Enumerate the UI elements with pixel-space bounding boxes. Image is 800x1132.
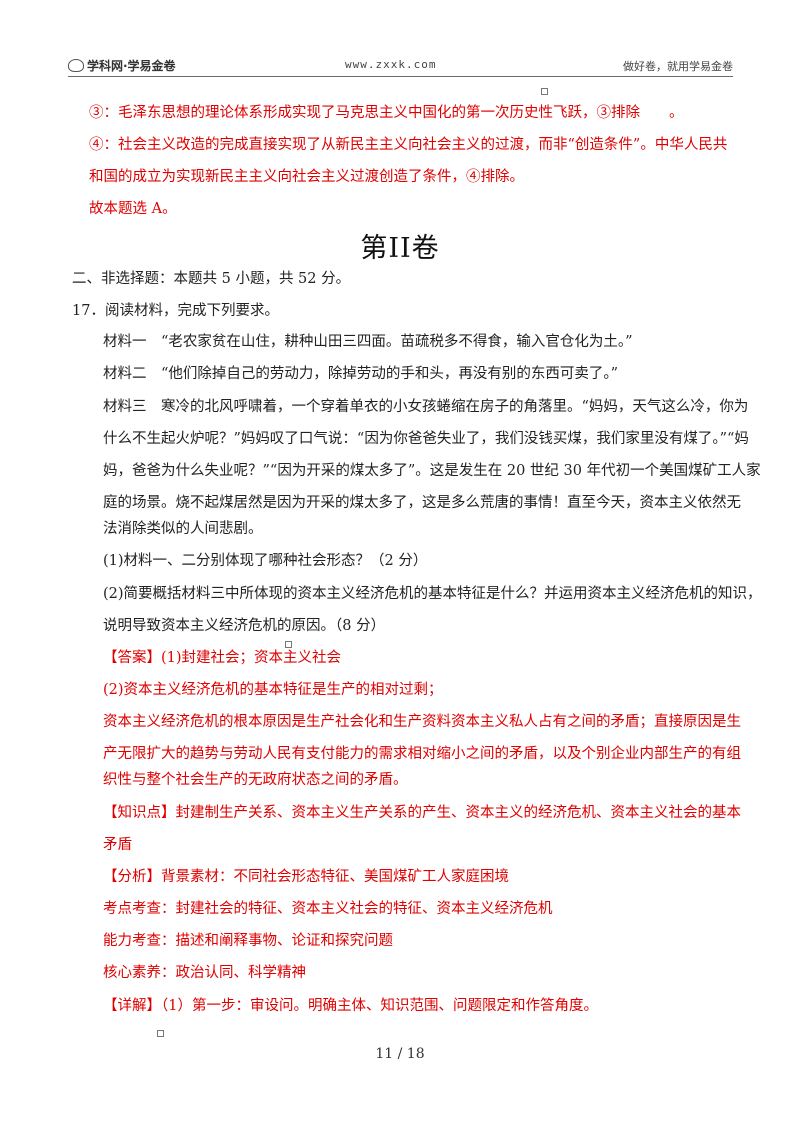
sub-question-1: (1)材料一、二分别体现了哪种社会形态？（2 分） — [103, 553, 428, 569]
material-3-line-5: 法消除类似的人间悲剧。 — [103, 521, 263, 537]
top-line-2: ④：社会主义改造的完成直接实现了从新民主主义向社会主义的过渡，而非“创造条件”。… — [89, 137, 728, 153]
brand-logo: 学科网·学易金卷 — [68, 57, 176, 74]
sub-question-2-line-1: (2)简要概括材料三中所体现的资本主义经济危机的基本特征是什么？并运用资本主义经… — [103, 586, 762, 602]
site-url: www.zxxk.com — [345, 58, 437, 71]
analysis-line-4: 核心素养：政治认同、科学精神 — [103, 965, 306, 981]
answer-line-1: 【答案】(1)封建社会；资本主义社会 — [103, 650, 342, 666]
analysis-line-2: 考点考查：封建社会的特征、资本主义社会的特征、资本主义经济危机 — [103, 901, 553, 917]
marker-icon — [285, 641, 292, 648]
analysis-line-1: 【分析】背景素材：不同社会形态特征、美国煤矿工人家庭困境 — [103, 869, 509, 885]
marker-icon — [541, 88, 548, 95]
material-3-line-3: 妈，爸爸为什么失业呢？”“因为开采的煤太多了”。这是发生在 20 世纪 30 年… — [103, 463, 761, 479]
top-line-3: 和国的成立为实现新民主主义向社会主义过渡创造了条件，④排除。 — [89, 169, 524, 185]
material-3-line-2: 什么不生起火炉呢？”妈妈叹了口气说：“因为你爸爸失业了，我们没钱买煤，我们家里没… — [103, 431, 749, 447]
answer-line-4: 产无限扩大的趋势与劳动人民有支付能力的需求相对缩小之间的矛盾，以及个别企业内部生… — [103, 746, 741, 762]
material-3-line-4: 庭的场景。烧不起煤居然是因为开采的煤太多了，这是多么荒唐的事情！直至今天，资本主… — [103, 495, 741, 511]
logo-text: 学科网·学易金卷 — [87, 59, 176, 73]
detail-line-1: 【详解】（1）第一步：审设问。明确主体、知识范围、问题限定和作答角度。 — [103, 998, 598, 1014]
top-line-1: ③：毛泽东思想的理论体系形成实现了马克思主义中国化的第一次历史性飞跃，③排除 。 — [89, 105, 684, 121]
instructions: 二、非选择题：本题共 5 小题，共 52 分。 — [72, 271, 351, 287]
page-number: 11 / 18 — [375, 1046, 425, 1062]
header-slogan: 做好卷，就用学易金卷 — [623, 60, 733, 73]
question-stem: 17．阅读材料，完成下列要求。 — [72, 303, 279, 319]
knowledge-line-1: 【知识点】封建制生产关系、资本主义生产关系的产生、资本主义的经济危机、资本主义社… — [103, 805, 741, 821]
top-line-4: 故本题选 A。 — [89, 201, 177, 217]
marker-icon — [157, 1030, 164, 1037]
knowledge-line-2: 矛盾 — [103, 837, 132, 853]
logo-icon — [68, 59, 84, 72]
material-2: 材料二 “他们除掉自己的劳动力，除掉劳动的手和头，再没有别的东西可卖了。” — [103, 366, 619, 382]
sub-question-2-line-2: 说明导致资本主义经济危机的原因。（8 分） — [103, 618, 386, 634]
answer-line-2: (2)资本主义经济危机的基本特征是生产的相对过剩； — [103, 682, 443, 698]
answer-line-3: 资本主义经济危机的根本原因是生产社会化和生产资料资本主义私人占有之间的矛盾；直接… — [103, 714, 741, 730]
analysis-line-3: 能力考查：描述和阐释事物、论证和探究问题 — [103, 933, 393, 949]
section-title: 第II卷 — [360, 233, 440, 264]
answer-line-5: 织性与整个社会生产的无政府状态之间的矛盾。 — [103, 772, 408, 788]
material-3-line-1: 材料三 寒冷的北风呼啸着，一个穿着单衣的小女孩蜷缩在房子的角落里。“妈妈，天气这… — [103, 399, 749, 415]
material-1: 材料一 “老农家贫在山住，耕种山田三四面。苗疏税多不得食，输入官仓化为土。” — [103, 334, 633, 350]
page-header: 学科网·学易金卷 www.zxxk.com 做好卷，就用学易金卷 — [68, 54, 733, 77]
